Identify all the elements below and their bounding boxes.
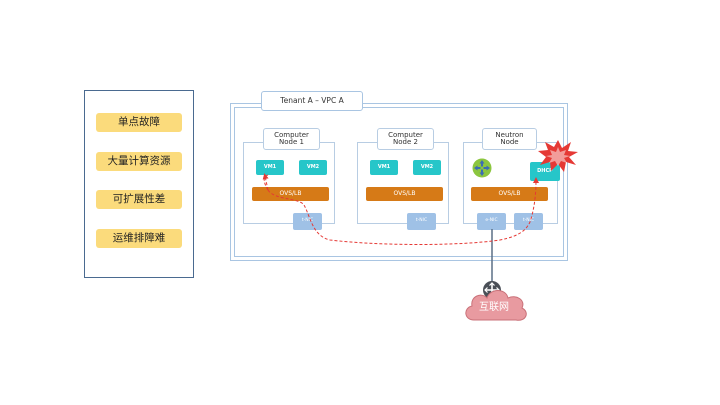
internet-label: 互联网 <box>479 301 509 313</box>
node-2-vm1: VM1 <box>370 160 398 175</box>
vpc-title: Tenant A – VPC A <box>261 91 363 111</box>
compute-node-2-title: Computer Node 2 <box>377 128 434 150</box>
router-icon <box>472 158 492 178</box>
uplink-line <box>491 229 493 289</box>
node-1-ovs-lb: OVS/LB <box>252 187 329 201</box>
neutron-ovs-lb: OVS/LB <box>471 187 548 201</box>
neutron-e-nic: e-NIC <box>477 213 506 230</box>
vpc-inner-frame <box>234 107 564 257</box>
compute-node-1-title: Computer Node 1 <box>263 128 320 150</box>
neutron-t-nic: t-NIC <box>514 213 543 230</box>
explosion-burst-icon <box>538 140 578 172</box>
node-1-vm1: VM1 <box>256 160 284 175</box>
neutron-node-box <box>463 142 558 224</box>
node-2-ovs-lb: OVS/LB <box>366 187 443 201</box>
issue-poor-scalability: 可扩展性差 <box>96 190 182 209</box>
issue-single-point-failure: 单点故障 <box>96 113 182 132</box>
cloud-icon <box>465 290 527 321</box>
vpc-outer-frame <box>230 103 568 261</box>
node-2-vm2: VM2 <box>413 160 441 175</box>
node-1-vm2: VM2 <box>299 160 327 175</box>
neutron-node-title: Neutron Node <box>482 128 537 150</box>
node-1-t-nic: t-NIC <box>293 213 322 230</box>
issue-hard-troubleshooting: 运维排障难 <box>96 229 182 248</box>
issue-compute-resources: 大量计算资源 <box>96 152 182 171</box>
node-2-t-nic: t-NIC <box>407 213 436 230</box>
